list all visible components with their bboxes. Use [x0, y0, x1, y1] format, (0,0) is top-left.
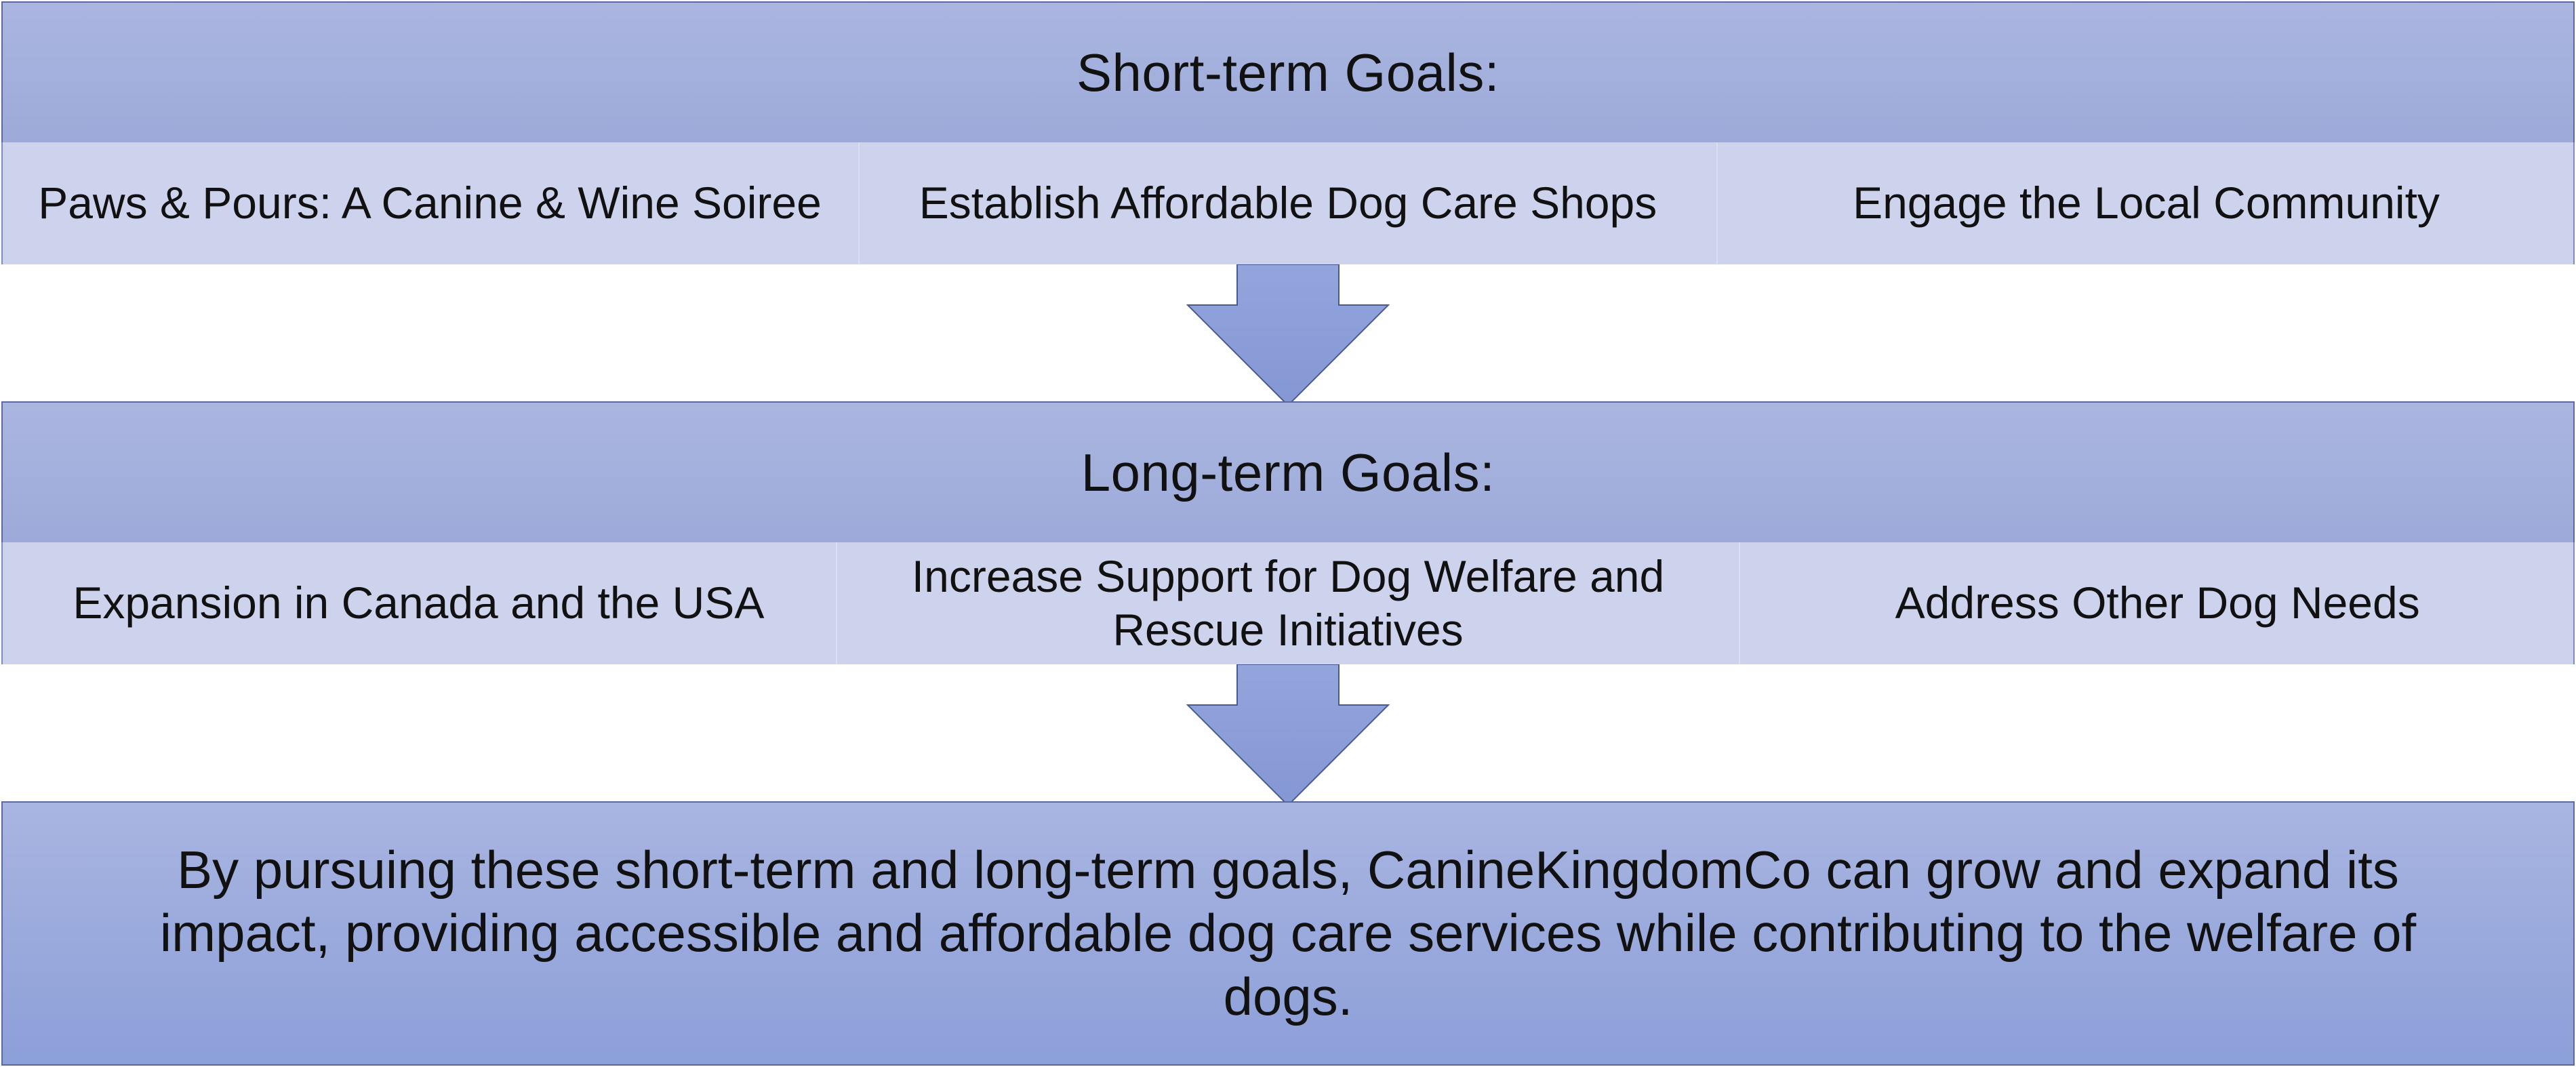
short-term-item: Paws & Pours: A Canine & Wine Soiree: [1, 142, 860, 264]
down-arrow-icon: [1186, 264, 1390, 407]
short-term-item: Establish Affordable Dog Care Shops: [860, 142, 1718, 264]
long-term-item: Increase Support for Dog Welfare and Res…: [837, 542, 1741, 664]
down-arrow-icon: [1186, 664, 1390, 807]
long-term-item: Address Other Dog Needs: [1895, 578, 2420, 628]
short-term-title: Short-term Goals:: [1076, 42, 1500, 102]
long-term-header: Long-term Goals:: [1, 401, 2575, 542]
long-term-item: Expansion in Canada and the USA: [1, 542, 837, 664]
short-term-header: Short-term Goals:: [1, 1, 2575, 142]
short-term-item: Engage the Local Community: [1853, 178, 2440, 228]
summary-text: By pursuing these short-term and long-te…: [159, 839, 2417, 1026]
long-term-title: Long-term Goals:: [1081, 442, 1495, 502]
short-term-items-row: Paws & Pours: A Canine & Wine Soiree Est…: [1, 142, 2575, 264]
summary-box: By pursuing these short-term and long-te…: [1, 801, 2575, 1066]
long-term-items-row: Expansion in Canada and the USA Increase…: [1, 542, 2575, 664]
